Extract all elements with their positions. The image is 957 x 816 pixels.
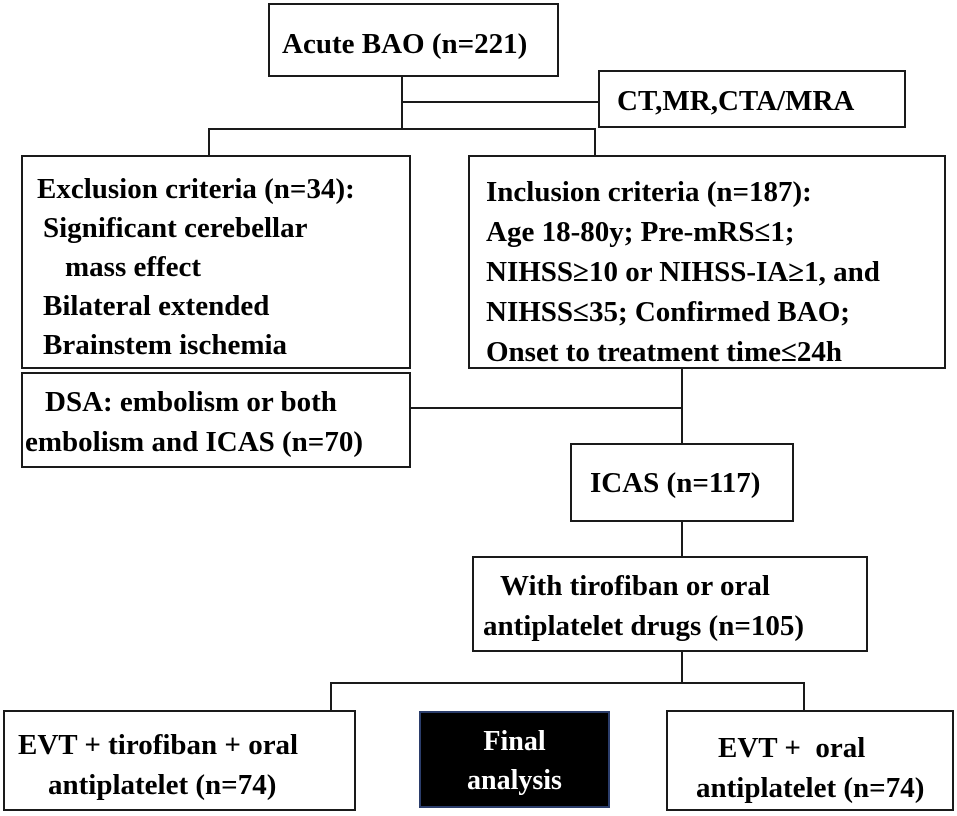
connector-evt-oral (803, 682, 805, 710)
exclusion-line-3: Bilateral extended (43, 290, 270, 322)
evt-tirofiban-line-2: antiplatelet (n=74) (48, 769, 277, 801)
tirofiban-oral-line-1: With tirofiban or oral (500, 570, 770, 602)
connector-bottom-split (330, 682, 805, 684)
final-analysis-line-2: analysis (467, 765, 562, 796)
connector-exclusion (208, 128, 210, 156)
connector-inclusion (594, 128, 596, 156)
connector-imaging (401, 101, 598, 103)
imaging-box: CT,MR,CTA/MRA (598, 70, 906, 128)
acute-bao-box: Acute BAO (n=221) (268, 3, 559, 77)
final-analysis-box: Final analysis (419, 711, 610, 808)
connector-evt-tirofiban (330, 682, 332, 710)
inclusion-line-1: Age 18-80y; Pre-mRS≤1; (486, 216, 795, 248)
connector-inclusion-down (681, 367, 683, 443)
tirofiban-oral-box: With tirofiban or oral antiplatelet drug… (472, 556, 868, 652)
icas-label: ICAS (n=117) (590, 467, 761, 499)
exclusion-box: Exclusion criteria (n=34): Significant c… (21, 155, 411, 369)
evt-oral-line-1: EVT + oral (718, 732, 866, 764)
inclusion-title: Inclusion criteria (n=187): (486, 176, 812, 208)
acute-bao-label: Acute BAO (n=221) (282, 28, 528, 60)
evt-oral-box: EVT + oral antiplatelet (n=74) (666, 710, 954, 811)
tirofiban-oral-line-2: antiplatelet drugs (n=105) (483, 610, 805, 642)
inclusion-line-3: NIHSS≤35; Confirmed BAO; (486, 296, 850, 328)
icas-box: ICAS (n=117) (570, 443, 794, 522)
final-analysis-line-1: Final (483, 726, 546, 757)
connector-antiplatelet-down (681, 651, 683, 683)
connector-icas-down (681, 520, 683, 557)
evt-oral-line-2: antiplatelet (n=74) (696, 772, 925, 804)
connector-dsa (411, 407, 683, 409)
inclusion-box: Inclusion criteria (n=187): Age 18-80y; … (468, 155, 946, 369)
dsa-line-2: embolism and ICAS (n=70) (25, 426, 363, 458)
inclusion-line-4: Onset to treatment time≤24h (486, 336, 843, 368)
exclusion-line-1: Significant cerebellar (43, 212, 308, 244)
exclusion-line-4: Brainstem ischemia (43, 329, 288, 361)
connector-split (208, 128, 596, 130)
evt-tirofiban-box: EVT + tirofiban + oral antiplatelet (n=7… (3, 710, 356, 811)
dsa-line-1: DSA: embolism or both (45, 386, 337, 418)
inclusion-line-2: NIHSS≥10 or NIHSS-IA≥1, and (486, 256, 880, 288)
exclusion-line-2: mass effect (65, 251, 202, 283)
dsa-box: DSA: embolism or both embolism and ICAS … (21, 372, 411, 468)
evt-tirofiban-line-1: EVT + tirofiban + oral (18, 729, 299, 761)
imaging-label: CT,MR,CTA/MRA (617, 85, 855, 117)
exclusion-title: Exclusion criteria (n=34): (37, 173, 355, 205)
